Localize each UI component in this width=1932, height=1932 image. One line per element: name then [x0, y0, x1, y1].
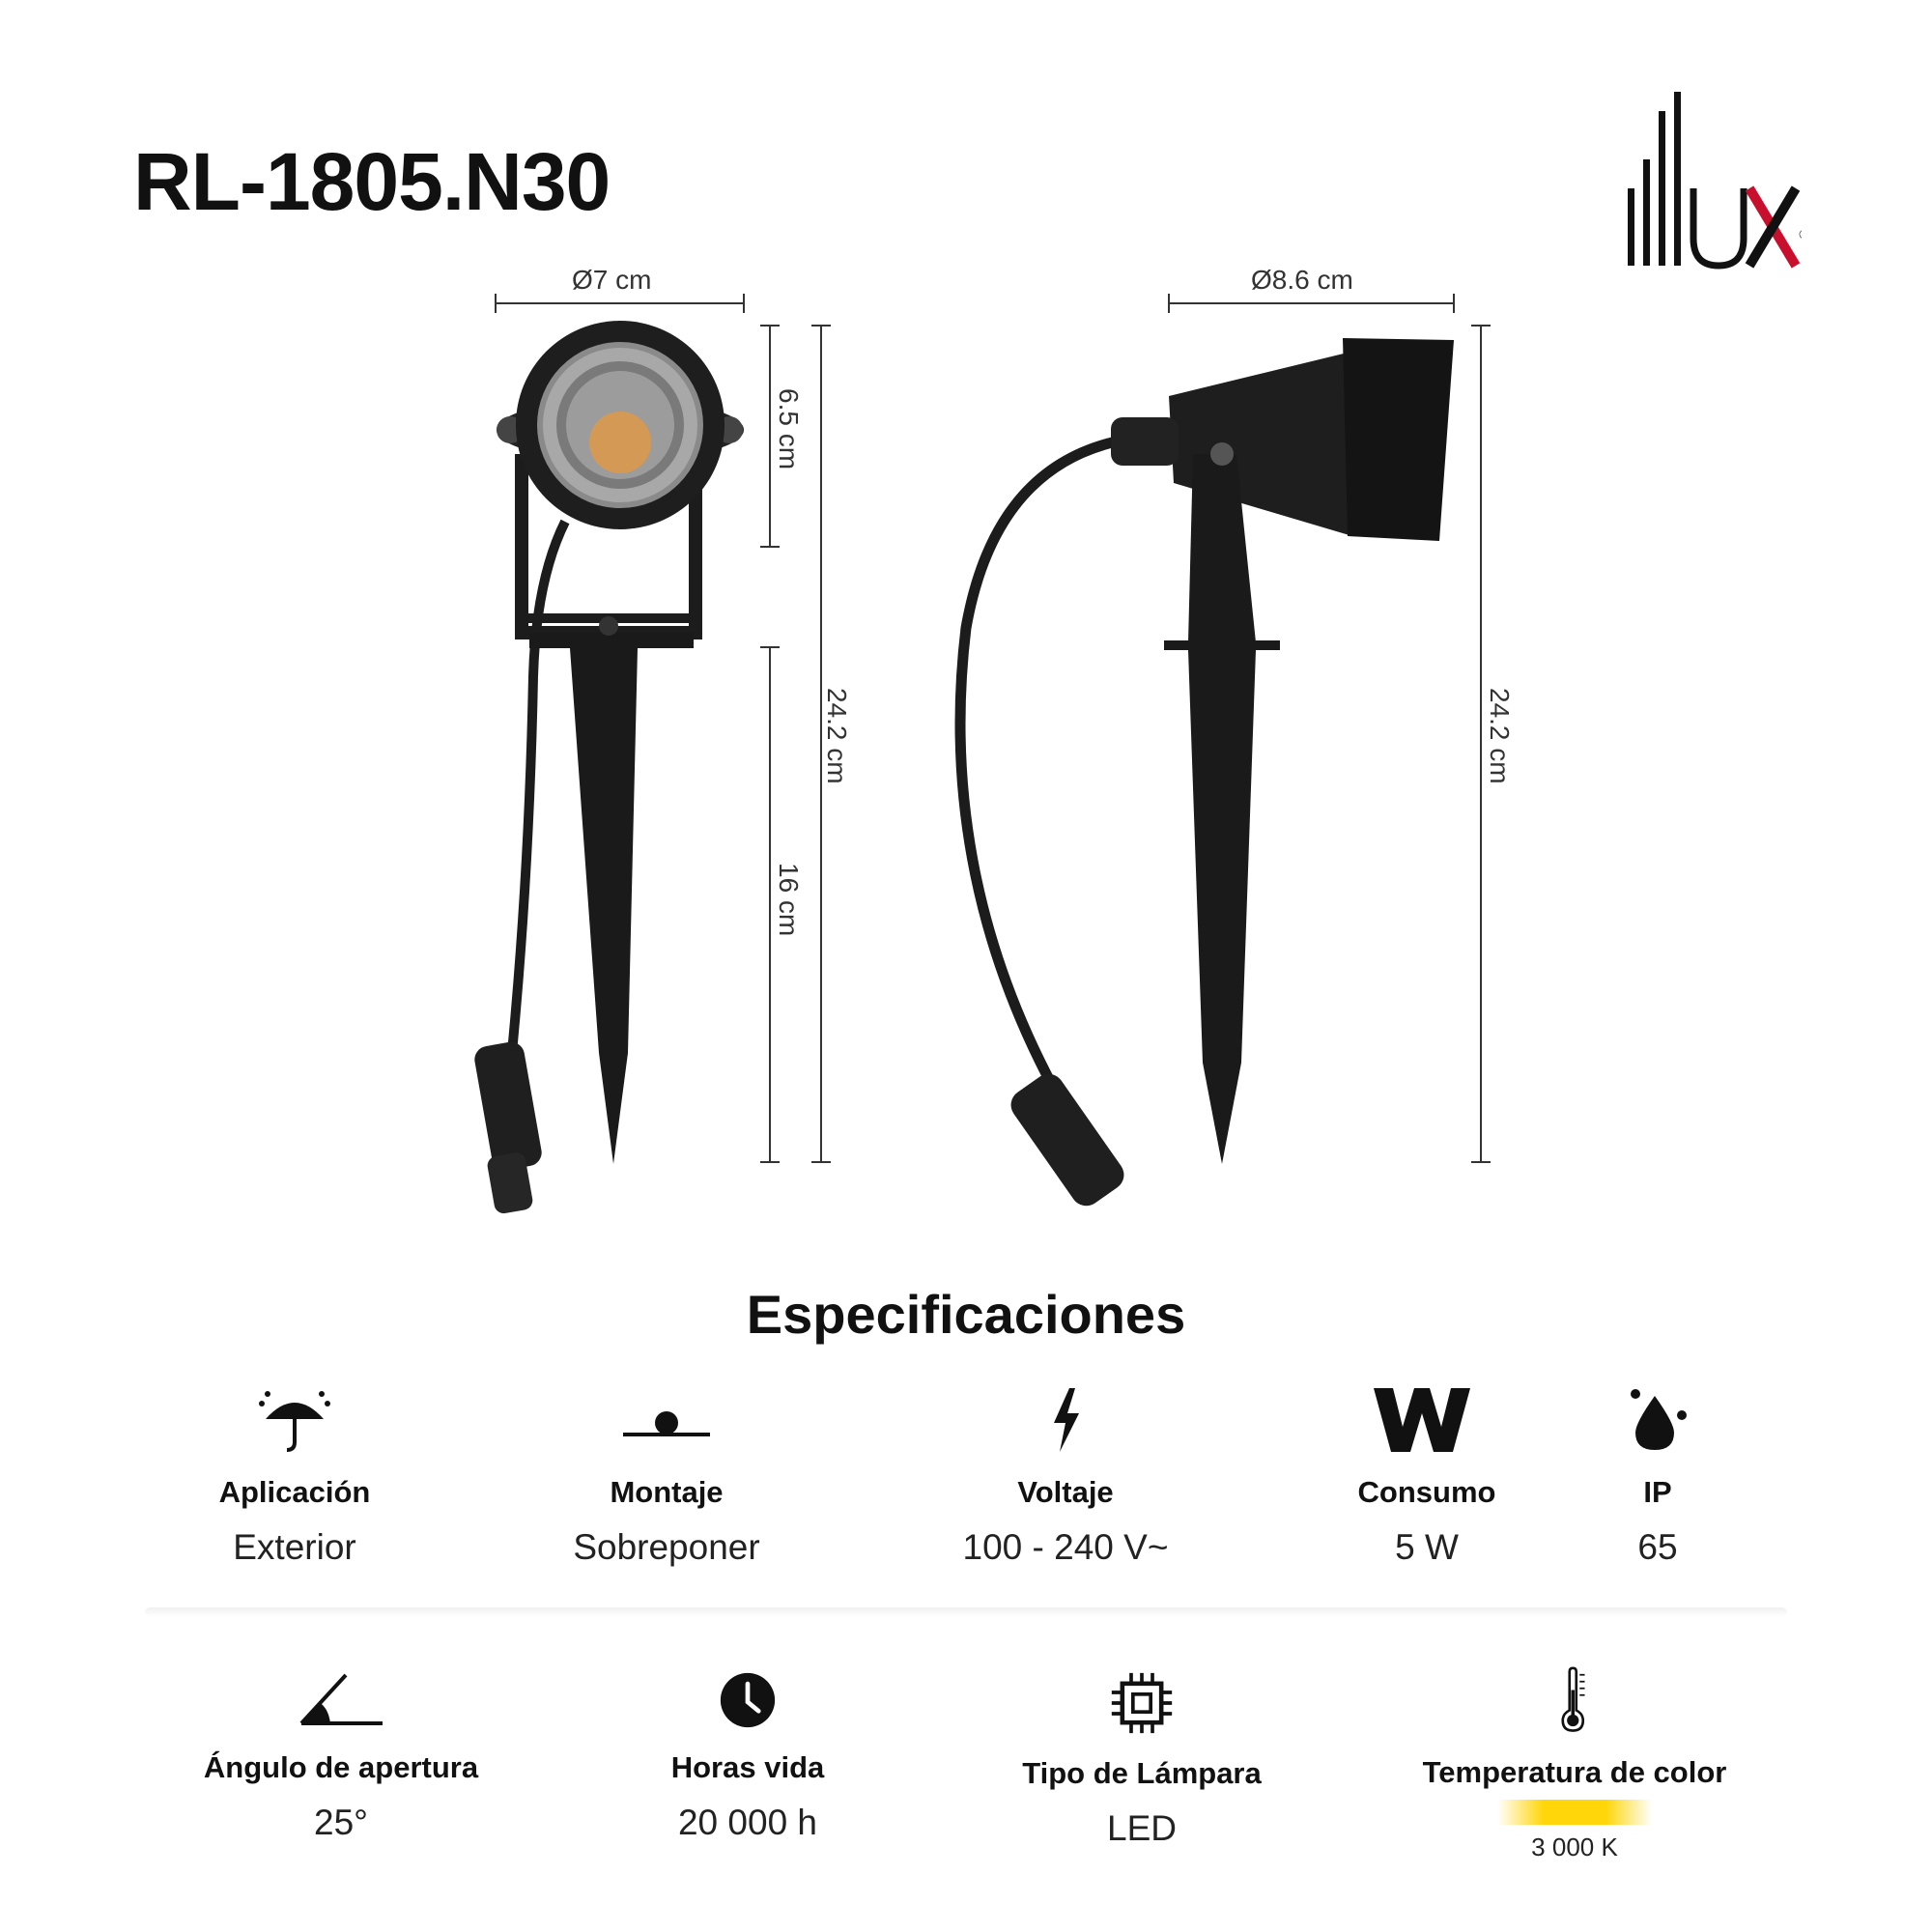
spec-label: Voltaje: [1017, 1475, 1114, 1509]
spec-horas-vida: Horas vida 20 000 h: [583, 1671, 912, 1843]
spec-value: 100 - 240 V~: [962, 1527, 1169, 1567]
spec-label: Ángulo de apertura: [203, 1750, 479, 1784]
spec-label: Montaje: [610, 1475, 724, 1509]
spec-aplicacion: Aplicación Exterior: [130, 1386, 459, 1568]
product-code: RL-1805.N30: [133, 136, 611, 227]
spec-value: Exterior: [233, 1527, 356, 1567]
spec-value: 65: [1637, 1527, 1678, 1567]
spec-label: Aplicación: [218, 1475, 371, 1509]
front-view: [474, 294, 831, 1214]
spec-label: Horas vida: [670, 1750, 825, 1784]
spec-consumo: Consumo 5 W: [1263, 1386, 1591, 1568]
spec-value: 3 000 K: [1531, 1833, 1618, 1861]
front-width-label: Ø7 cm: [572, 265, 652, 295]
spec-label: Tipo de Lámpara: [1022, 1756, 1262, 1790]
stake-height-label: 16 cm: [774, 863, 804, 937]
spec-value: 25°: [314, 1803, 368, 1842]
color-temperature-bar: [1497, 1800, 1652, 1825]
surface-mount-icon: [623, 1411, 710, 1436]
lightning-icon: [1054, 1388, 1079, 1452]
spec-value: 5 W: [1395, 1527, 1459, 1567]
water-drop-icon: [1631, 1389, 1687, 1450]
spec-label: IP: [1643, 1475, 1672, 1509]
spec-tipo-lampara: Tipo de Lámpara LED: [978, 1671, 1306, 1849]
side-view: [954, 294, 1491, 1207]
spec-temperatura-color: Temperatura de color 3 000 K: [1381, 1666, 1768, 1862]
section-divider: [145, 1607, 1787, 1617]
spec-ip: IP 65: [1542, 1386, 1774, 1568]
specs-title: Especificaciones: [746, 1284, 1186, 1345]
spec-montaje: Montaje Sobreponer: [502, 1386, 831, 1568]
watt-icon: [1374, 1388, 1470, 1452]
total-height-front-label: 24.2 cm: [822, 688, 852, 784]
chip-icon: [1111, 1672, 1173, 1734]
spec-value: 20 000 h: [677, 1803, 818, 1842]
side-width-label: Ø8.6 cm: [1251, 265, 1353, 295]
spec-label: Consumo: [1357, 1475, 1496, 1509]
total-height-side-label: 24.2 cm: [1485, 688, 1515, 784]
umbrella-rain-icon: [259, 1391, 330, 1452]
head-height-label: 6.5 cm: [774, 388, 804, 470]
thermometer-icon: [1561, 1666, 1585, 1732]
brand-logo: ®: [1628, 92, 1802, 270]
spec-label: Temperatura de color: [1422, 1755, 1727, 1789]
angle-icon: [299, 1673, 383, 1725]
spec-value: Sobreponer: [573, 1527, 760, 1567]
spec-value: LED: [1107, 1808, 1177, 1848]
svg-text:®: ®: [1798, 228, 1802, 242]
clock-icon: [720, 1672, 776, 1728]
spec-voltaje: Voltaje 100 - 240 V~: [901, 1386, 1230, 1568]
spec-angulo: Ángulo de apertura 25°: [177, 1671, 505, 1843]
product-drawing: [474, 294, 1491, 1214]
